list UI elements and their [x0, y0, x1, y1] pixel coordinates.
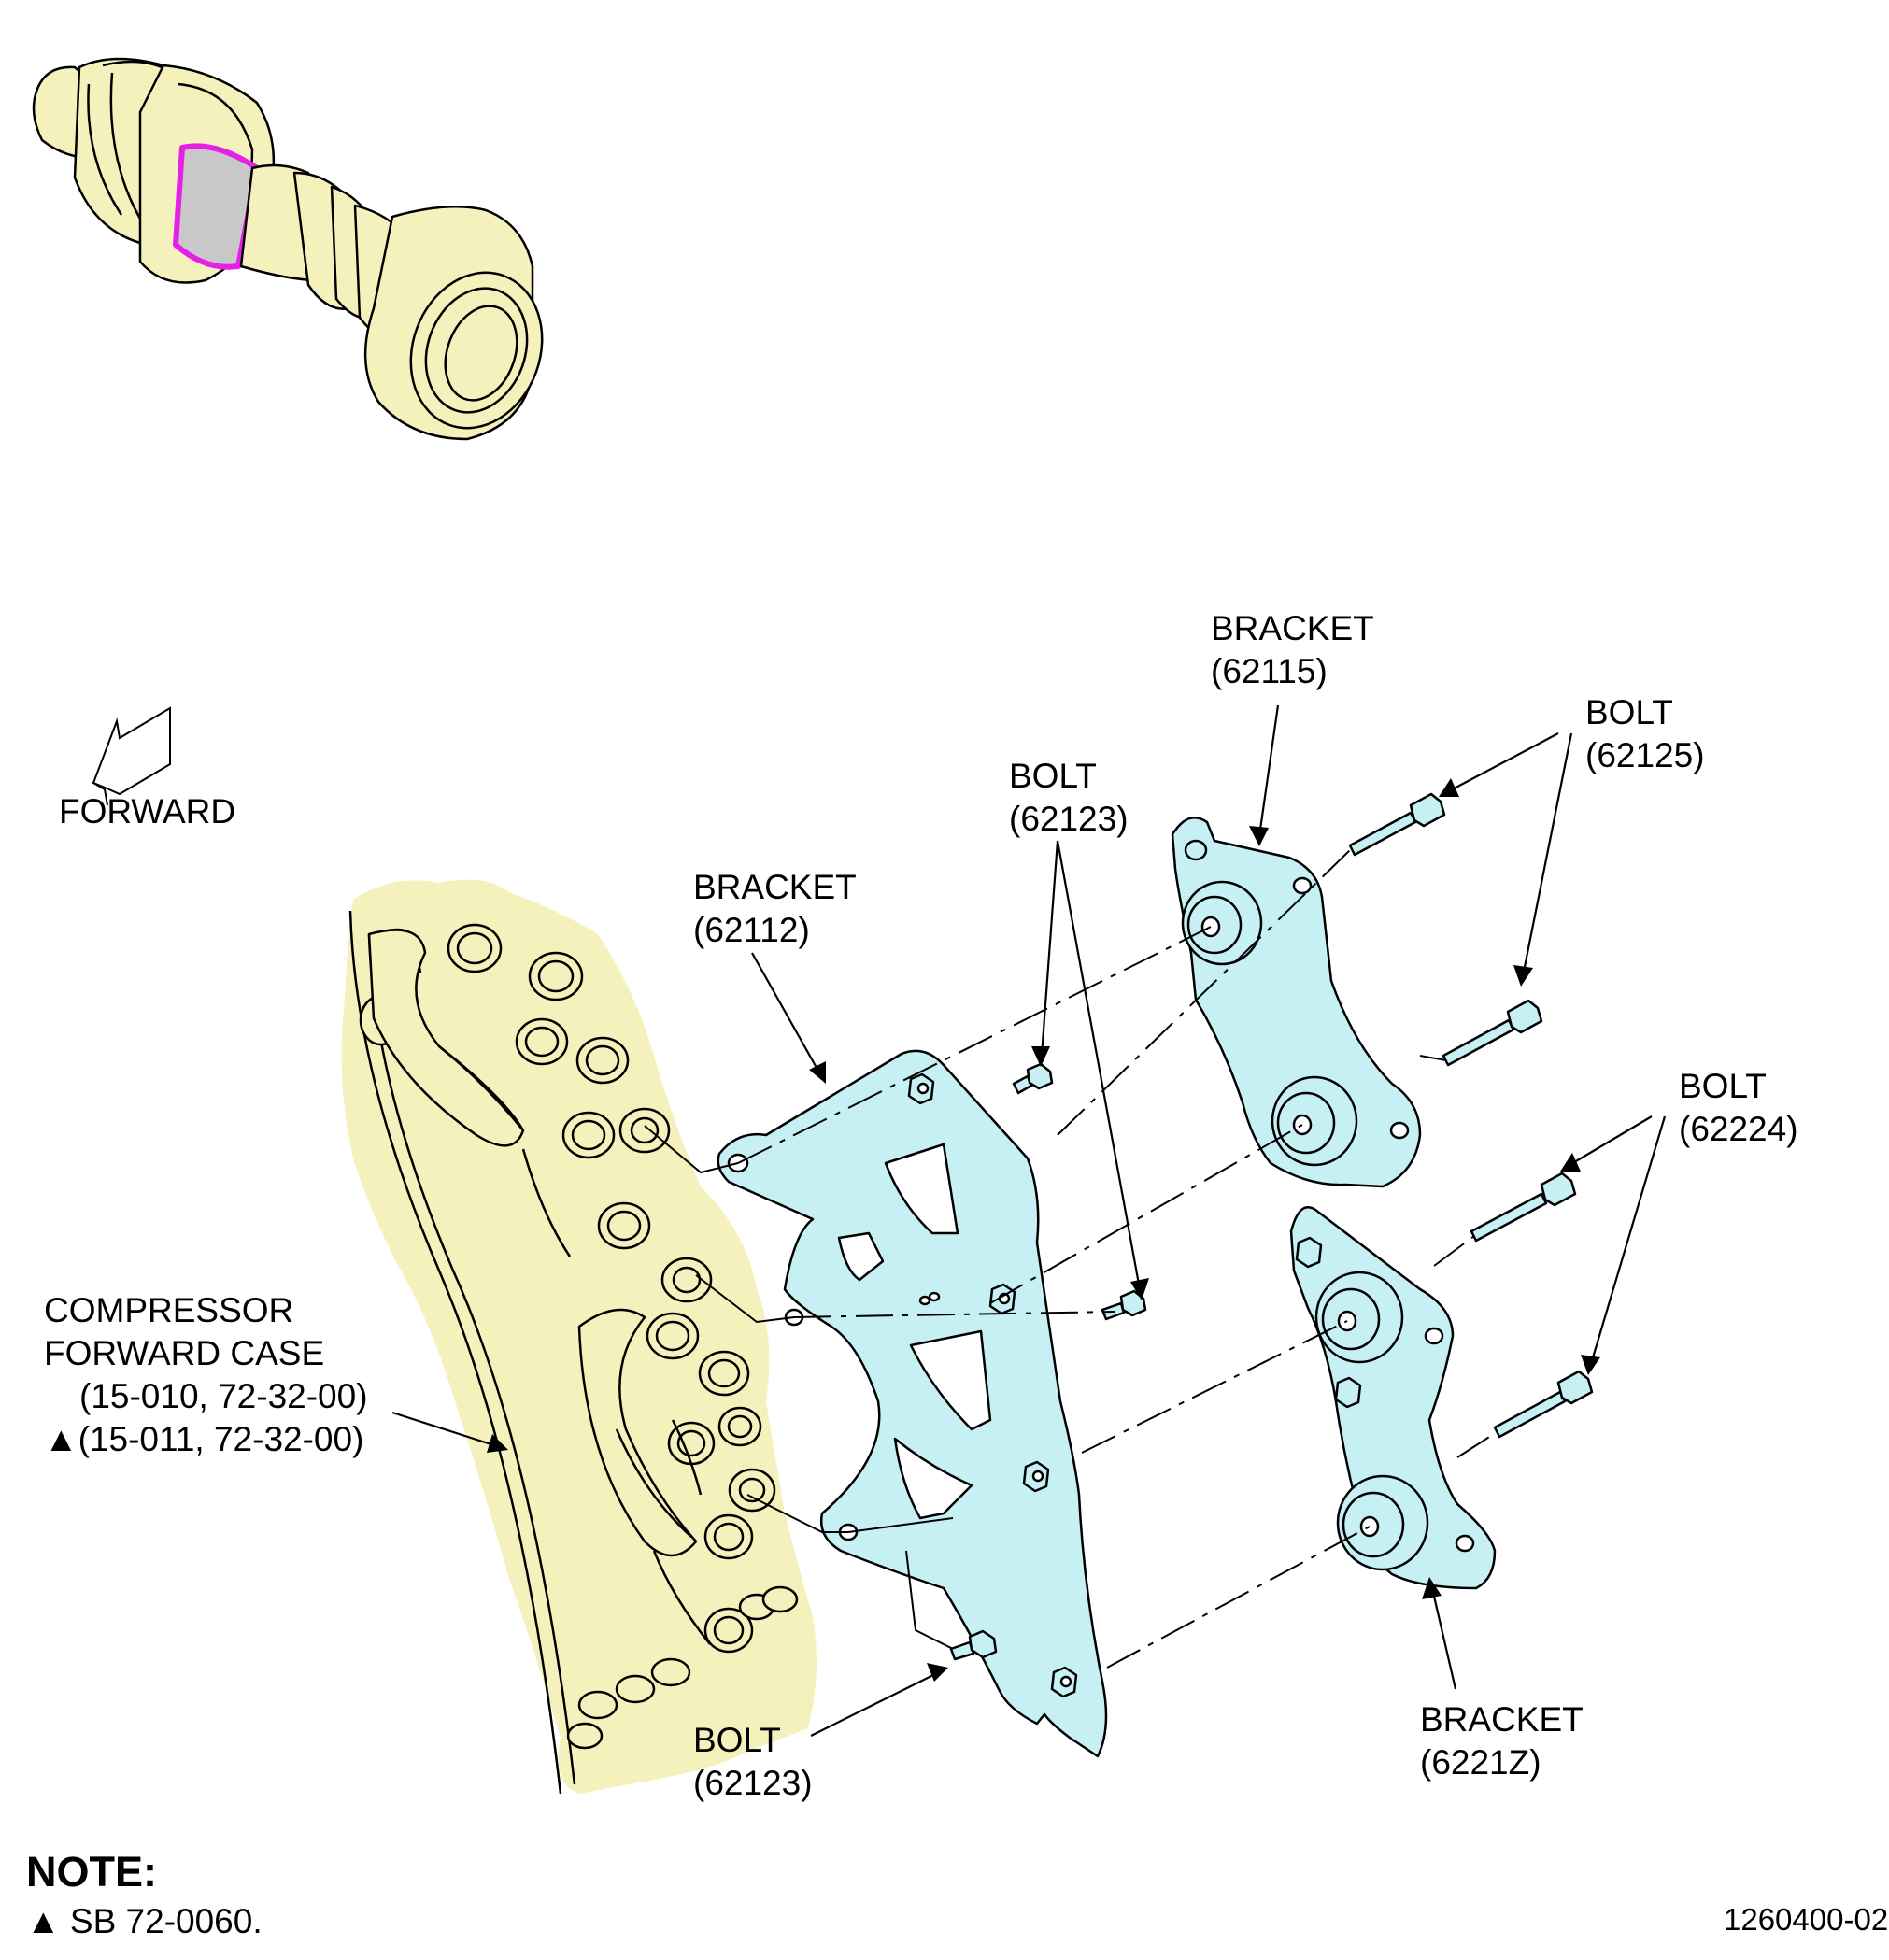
- bolt-leader-lines: [644, 1125, 954, 1650]
- label-bolt-62125: BOLT (62125): [1585, 691, 1705, 777]
- label-bolt-62224: BOLT (62224): [1679, 1065, 1798, 1151]
- label-bolt-62224-name: BOLT: [1679, 1067, 1767, 1105]
- bolts: [949, 792, 1594, 1661]
- label-bolt-62125-name: BOLT: [1585, 693, 1673, 731]
- bracket-6221z: [1289, 1206, 1497, 1590]
- label-bolt-62123-bottom-name: BOLT: [693, 1721, 781, 1759]
- label-compressor-case-line2: FORWARD CASE: [44, 1334, 325, 1372]
- alignment-lines: [737, 849, 1498, 1669]
- label-compressor-case: COMPRESSOR FORWARD CASE (15-010, 72-32-0…: [44, 1289, 368, 1461]
- forward-arrow-icon: [92, 706, 171, 806]
- label-bolt-62123-top-name: BOLT: [1009, 757, 1097, 795]
- label-compressor-case-line4: ▲(15-011, 72-32-00): [44, 1420, 364, 1458]
- leader-arrowheads: [487, 778, 1600, 1682]
- label-forward: FORWARD: [59, 792, 236, 831]
- engine-locator-icon: [32, 57, 544, 441]
- compressor-case: [341, 879, 817, 1795]
- note-title: NOTE:: [26, 1848, 157, 1896]
- label-bracket-62112: BRACKET (62112): [693, 866, 857, 952]
- label-bolt-62123-top-part: (62123): [1009, 800, 1129, 838]
- note-text: ▲ SB 72-0060.: [26, 1902, 263, 1940]
- label-bracket-6221z: BRACKET (6221Z): [1420, 1698, 1584, 1784]
- leader-arrows: [391, 704, 1667, 1737]
- bracket-62115: [1171, 817, 1422, 1188]
- label-bolt-62123-bottom-part: (62123): [693, 1764, 813, 1802]
- label-bracket-6221z-part: (6221Z): [1420, 1743, 1541, 1782]
- label-bracket-6221z-name: BRACKET: [1420, 1700, 1584, 1739]
- label-bolt-62123-top: BOLT (62123): [1009, 755, 1129, 841]
- label-bracket-62112-name: BRACKET: [693, 868, 857, 906]
- label-bracket-62112-part: (62112): [693, 911, 810, 949]
- bracket-62112: [717, 1049, 1108, 1758]
- label-bracket-62115: BRACKET (62115): [1211, 607, 1374, 693]
- label-compressor-case-line3: (15-010, 72-32-00): [79, 1377, 368, 1415]
- figure-number: 1260400-02: [1724, 1902, 1889, 1937]
- label-bolt-62224-part: (62224): [1679, 1110, 1798, 1148]
- label-bolt-62125-part: (62125): [1585, 736, 1705, 774]
- label-bolt-62123-bottom: BOLT (62123): [693, 1719, 813, 1805]
- label-compressor-case-line1: COMPRESSOR: [44, 1291, 294, 1329]
- label-bracket-62115-part: (62115): [1211, 652, 1328, 690]
- label-bracket-62115-name: BRACKET: [1211, 609, 1374, 647]
